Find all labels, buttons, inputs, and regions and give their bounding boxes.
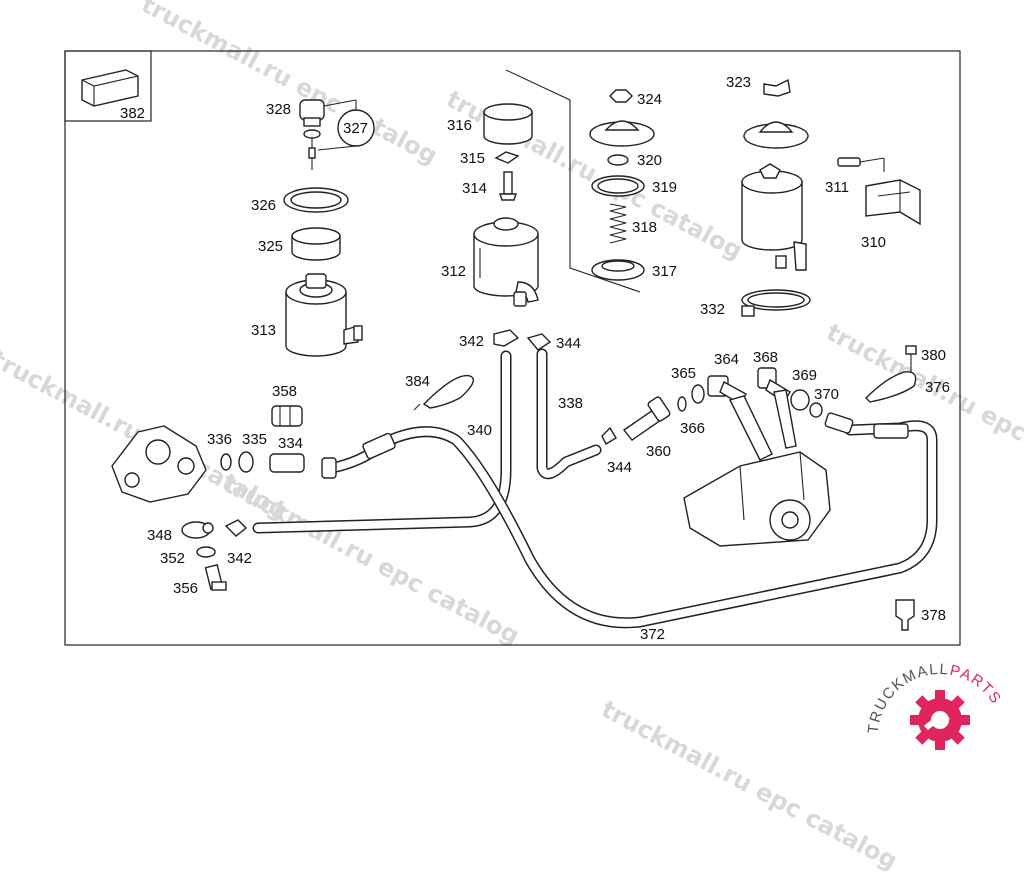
part-348 xyxy=(181,521,214,539)
label-378: 378 xyxy=(921,607,946,624)
label-334: 334 xyxy=(278,435,303,452)
label-323: 323 xyxy=(726,74,751,91)
label-376: 376 xyxy=(925,379,950,396)
part-328-cap xyxy=(299,99,325,170)
label-312: 312 xyxy=(441,263,466,280)
part-336-ring xyxy=(220,453,232,471)
label-342-top: 342 xyxy=(459,333,484,350)
hose-338 xyxy=(536,348,602,480)
part-326-ring xyxy=(283,187,349,213)
label-317: 317 xyxy=(652,263,677,280)
part-380 xyxy=(905,345,917,372)
label-315: 315 xyxy=(460,150,485,167)
part-356-bolt xyxy=(204,564,227,591)
part-332-clamp xyxy=(741,289,811,317)
hose-372 xyxy=(368,420,938,629)
part-hose-end-right xyxy=(824,412,909,439)
label-380: 380 xyxy=(921,347,946,364)
label-318: 318 xyxy=(632,219,657,236)
part-320-cover xyxy=(589,120,655,166)
label-319: 319 xyxy=(652,179,677,196)
part-323 xyxy=(763,78,791,97)
label-335: 335 xyxy=(242,431,267,448)
part-312-reservoir xyxy=(473,217,539,307)
part-327-callout xyxy=(317,99,375,151)
label-366: 366 xyxy=(680,420,705,437)
label-368: 368 xyxy=(753,349,778,366)
part-316 xyxy=(483,103,533,145)
label-324: 324 xyxy=(637,91,662,108)
part-384-tie xyxy=(413,374,474,411)
label-369: 369 xyxy=(792,367,817,384)
part-376-tie xyxy=(865,371,917,403)
part-334-fitting xyxy=(269,453,337,479)
label-364: 364 xyxy=(714,351,739,368)
label-320: 320 xyxy=(637,152,662,169)
label-313: 313 xyxy=(251,322,276,339)
gear-icon xyxy=(910,690,970,750)
label-352: 352 xyxy=(160,550,185,567)
label-340: 340 xyxy=(467,422,492,439)
label-342-bottom: 342 xyxy=(227,550,252,567)
label-360: 360 xyxy=(646,443,671,460)
truckmall-logo: TRUCKMALLPARTS xyxy=(865,662,1003,750)
part-335-ring xyxy=(238,451,254,473)
label-384: 384 xyxy=(405,373,430,390)
part-reservoir-right xyxy=(741,163,807,271)
parts-diagram: 382 328 327 326 325 313 316 315 314 312 … xyxy=(64,50,961,646)
label-332: 332 xyxy=(700,301,725,318)
part-352-ring xyxy=(196,546,216,558)
part-314 xyxy=(499,171,517,201)
part-369-ring xyxy=(790,389,810,411)
part-360-fitting xyxy=(622,396,671,441)
part-311 xyxy=(837,157,885,172)
label-311: 311 xyxy=(825,179,849,196)
label-370: 370 xyxy=(814,386,839,403)
label-338: 338 xyxy=(558,395,583,412)
label-358: 358 xyxy=(272,383,297,400)
label-310: 310 xyxy=(861,234,886,251)
part-310-cover xyxy=(743,121,809,149)
label-344-top: 344 xyxy=(556,335,581,352)
part-pump-left xyxy=(111,425,207,503)
label-356: 356 xyxy=(173,580,198,597)
part-378-clip xyxy=(895,599,915,631)
label-336: 336 xyxy=(207,431,232,448)
part-315 xyxy=(494,151,520,164)
label-316: 316 xyxy=(447,117,472,134)
diagram-frame xyxy=(64,50,961,646)
part-317 xyxy=(591,259,645,281)
part-358 xyxy=(271,405,303,427)
part-325-filter xyxy=(291,227,341,261)
group-bracket-312 xyxy=(505,69,641,293)
label-344-right: 344 xyxy=(607,459,632,476)
part-344-clamp-right xyxy=(601,426,617,445)
part-324 xyxy=(609,89,633,103)
part-313-reservoir xyxy=(285,273,363,357)
part-318-spring xyxy=(609,203,627,244)
label-365: 365 xyxy=(671,365,696,382)
part-342-clamp-top xyxy=(493,329,520,347)
label-328: 328 xyxy=(266,101,291,118)
part-366-ring xyxy=(677,396,687,412)
label-348: 348 xyxy=(147,527,172,544)
label-325: 325 xyxy=(258,238,283,255)
part-370-ring xyxy=(809,402,823,418)
label-326: 326 xyxy=(251,197,276,214)
label-372: 372 xyxy=(640,626,665,643)
label-327: 327 xyxy=(343,120,368,137)
part-365-ring xyxy=(691,384,705,404)
part-310-bracket xyxy=(865,179,921,226)
part-hose-end-left xyxy=(362,432,396,460)
part-319 xyxy=(591,175,645,197)
part-steering-gear xyxy=(683,389,831,547)
part-382 xyxy=(64,50,152,122)
label-382: 382 xyxy=(120,105,145,122)
part-344-clamp-top xyxy=(526,333,552,351)
label-314: 314 xyxy=(462,180,487,197)
part-342-clamp-bottom xyxy=(224,519,248,537)
